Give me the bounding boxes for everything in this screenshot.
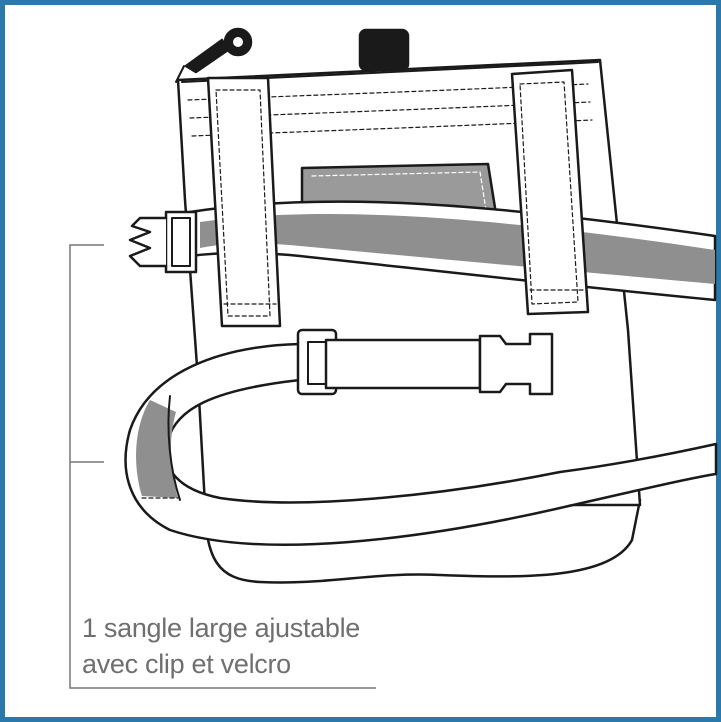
zipper-pull-icon [175, 27, 253, 83]
bottle-cap-icon [358, 28, 410, 72]
front-buckle-icon [296, 328, 554, 396]
caption-line-1: 1 sangle large ajustable [82, 613, 361, 643]
caption: 1 sangle large ajustable avec clip et ve… [82, 610, 360, 682]
leader-bracket [69, 244, 376, 689]
side-release-buckle-icon [128, 210, 198, 274]
waist-belt [124, 342, 718, 547]
caption-line-2: avec clip et velcro [82, 649, 291, 679]
vertical-strap-right [510, 68, 590, 316]
vertical-strap-left [206, 76, 282, 328]
